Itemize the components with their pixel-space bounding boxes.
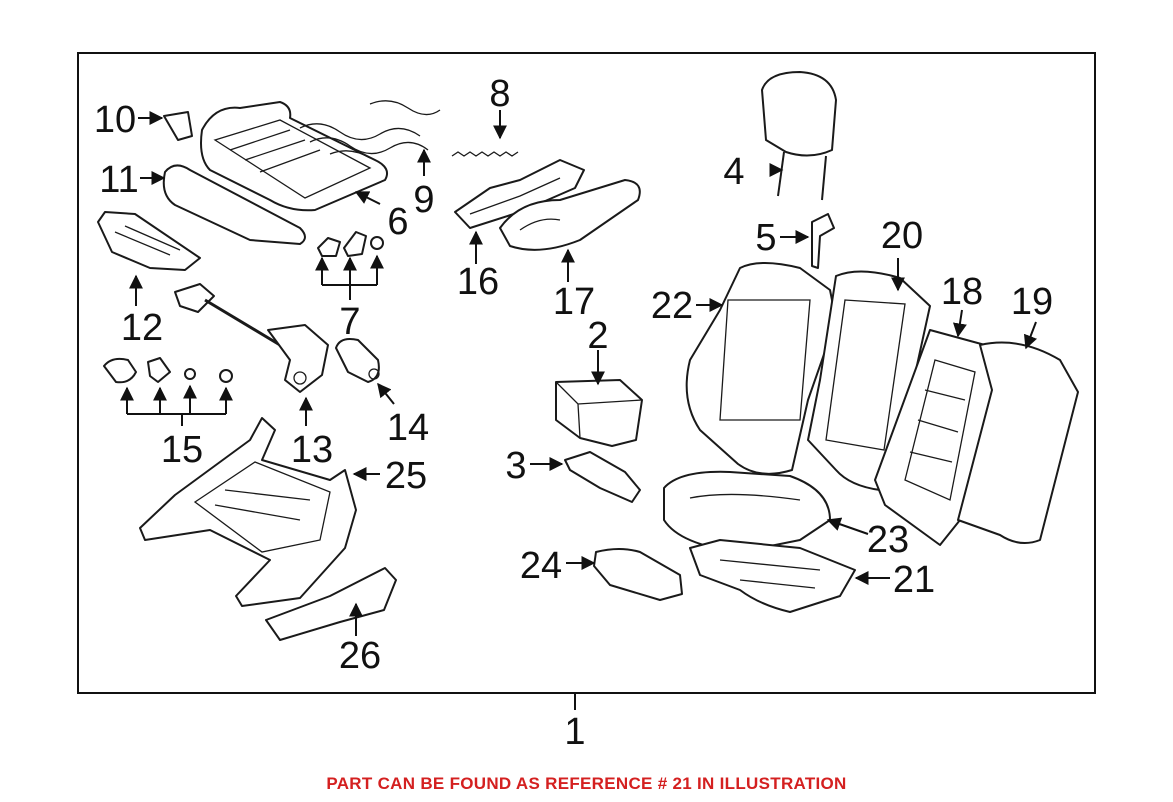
- part-17-side-trim-cover: [499, 179, 641, 251]
- part-9-seat-springs: [299, 100, 441, 159]
- part-2-module: [555, 379, 643, 447]
- callout-22: 22: [651, 285, 693, 327]
- part-26-side-cover: [265, 567, 397, 641]
- callout-9: 9: [413, 179, 434, 221]
- callout-12: 12: [121, 307, 163, 349]
- callout-17: 17: [553, 281, 595, 323]
- part-14-motor: [335, 338, 380, 383]
- reference-note: PART CAN BE FOUND AS REFERENCE # 21 IN I…: [326, 774, 847, 793]
- callout-14: 14: [387, 407, 429, 449]
- callout-21: 21: [893, 559, 935, 601]
- callout-18: 18: [941, 271, 983, 313]
- part-8-tension-spring: [451, 151, 519, 157]
- callout-23: 23: [867, 519, 909, 561]
- part-23-cushion-cover: [663, 470, 831, 553]
- part-10-trim-clip: [163, 111, 193, 141]
- callout-20: 20: [881, 215, 923, 257]
- part-4-headrest: [761, 71, 837, 201]
- part-21-cushion-pad: [689, 539, 856, 613]
- callout-15: 15: [161, 429, 203, 471]
- part-7-brackets: [317, 231, 384, 257]
- part-13-seat-track-motor: [174, 283, 329, 393]
- callout-25: 25: [385, 455, 427, 497]
- callout-7: 7: [339, 301, 360, 343]
- callout-2: 2: [587, 315, 608, 357]
- callout-11: 11: [99, 159, 138, 201]
- part-15-clips-screws: [103, 357, 233, 384]
- part-11-side-trim: [162, 164, 306, 245]
- diagram-frame: [77, 52, 1096, 694]
- part-16-side-bracket: [454, 159, 585, 229]
- part-6-cushion-frame: [200, 101, 388, 212]
- callout-16: 16: [457, 261, 499, 303]
- callout-13: 13: [291, 429, 333, 471]
- callout-24: 24: [520, 545, 562, 587]
- part-25-seat-frame: [139, 417, 357, 607]
- callout-19: 19: [1011, 281, 1053, 323]
- callout-1: 1: [564, 711, 585, 753]
- callout-26: 26: [339, 635, 381, 677]
- part-12-side-cover: [97, 211, 201, 271]
- part-3-bracket: [564, 451, 641, 503]
- callout-4: 4: [723, 151, 744, 193]
- callout-10: 10: [94, 99, 136, 141]
- callout-3: 3: [505, 445, 526, 487]
- part-24-pad: [593, 548, 683, 601]
- leader-lines: [120, 110, 1038, 636]
- callout-5: 5: [755, 217, 776, 259]
- callout-8: 8: [489, 73, 510, 115]
- callout-6: 6: [387, 201, 408, 243]
- part-19-back-panel: [957, 341, 1079, 545]
- part-5-headrest-guide: [811, 213, 835, 269]
